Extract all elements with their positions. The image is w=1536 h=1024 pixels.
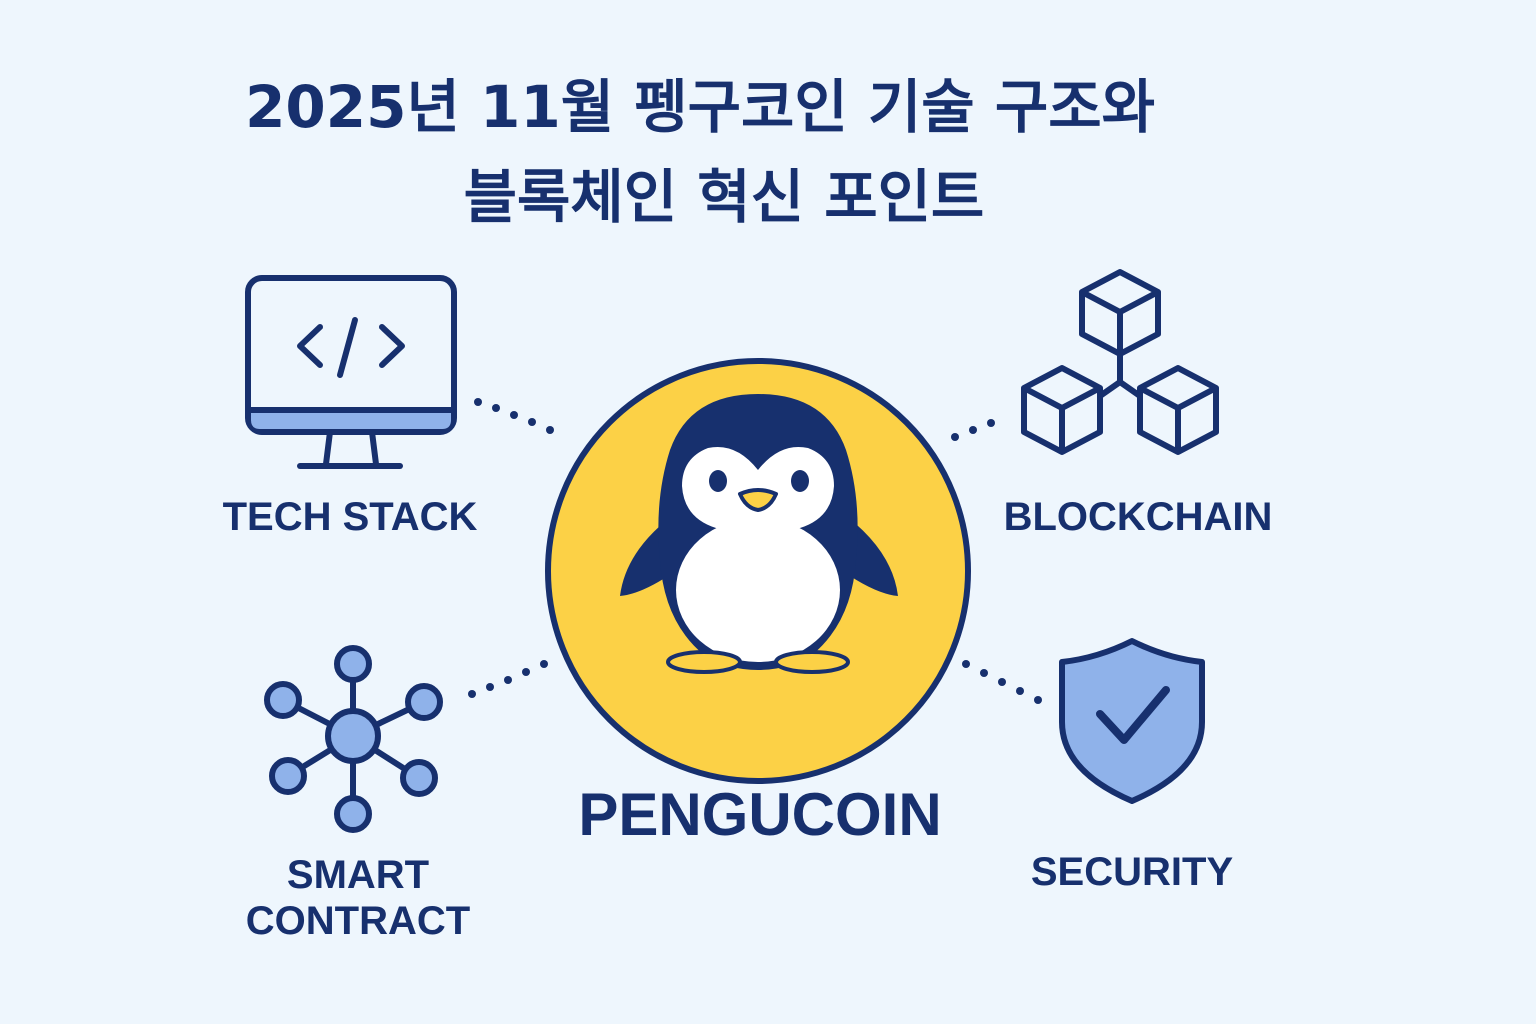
smart-contract-label-line-1: SMART (286, 853, 430, 897)
penguin-icon (620, 394, 898, 674)
tech-stack-label: TECH STACK (222, 495, 478, 539)
shield-check-icon (1059, 638, 1205, 804)
security-label: SECURITY (1030, 850, 1234, 894)
connector-tech-stack (474, 398, 554, 434)
network-nodes-icon (264, 645, 443, 833)
connector-smart-contract (468, 660, 548, 698)
connector-blockchain (951, 419, 995, 441)
page-title-line-1: 2025년 11월 펭구코인 기술 구조와 (245, 73, 1155, 141)
code-monitor-icon (245, 275, 457, 469)
blockchain-label: BLOCKCHAIN (1003, 495, 1273, 539)
page-title-line-2: 블록체인 혁신 포인트 (463, 163, 985, 231)
connector-security (962, 660, 1042, 704)
coin-name: PENGUCOIN (578, 781, 942, 848)
smart-contract-label: SMART CONTRACT (178, 852, 538, 944)
smart-contract-label-line-2: CONTRACT (245, 899, 471, 943)
cubes-icon (1021, 269, 1219, 455)
